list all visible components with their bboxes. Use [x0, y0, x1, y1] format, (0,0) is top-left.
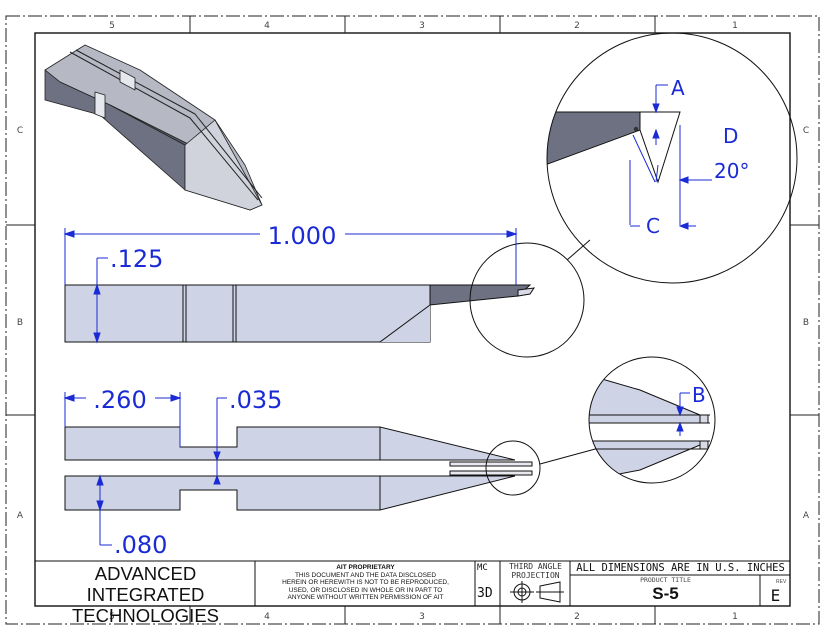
zone-row-a-right: A: [803, 511, 810, 521]
dim-notch-offset: [63, 392, 182, 447]
detail-b-label: B: [692, 383, 706, 407]
zone-col-2-top: 2: [574, 21, 580, 31]
zone-col-2-bottom: 2: [574, 612, 580, 622]
top-view-prong-1: [449, 461, 533, 467]
detail-bottom-circle: [588, 356, 716, 484]
dim-overall-length: [63, 228, 518, 285]
detail-c-label: C: [646, 214, 660, 238]
top-view-upper-half: [64, 426, 516, 461]
detail-top-circle: [546, 32, 798, 284]
dim-height-label: .125: [110, 245, 163, 273]
proprietary-line-3: USED, OR DISCLOSED IN WHOLE OR IN PART T…: [288, 586, 443, 594]
company-name: ADVANCED INTEGRATED TECHNOLOGIES: [36, 563, 255, 626]
zone-row-b-right: B: [803, 318, 809, 328]
company-name-line1: ADVANCED INTEGRATED: [86, 563, 205, 605]
side-view: [64, 284, 536, 343]
zone-col-1-top: 1: [732, 21, 738, 31]
zone-row-a-left: A: [17, 511, 24, 521]
title-block-lines: [34, 560, 791, 607]
detail-top-dark: [547, 111, 641, 166]
rev-value: E: [770, 586, 781, 605]
zone-col-1-bottom: 1: [732, 612, 738, 622]
dim-height: [93, 257, 108, 344]
projection-label: THIRD ANGLE PROJECTION: [501, 562, 570, 580]
product-title: S-5: [652, 584, 679, 603]
detail-bottom-slot: [589, 423, 710, 441]
zone-labels: 5 4 3 2 1 5 4 3 2 1 C B A C B A: [17, 21, 810, 622]
rev-label: REV: [776, 579, 787, 585]
side-view-chip: [517, 287, 536, 297]
zone-col-3-top: 3: [419, 21, 425, 31]
proprietary-line-2: HEREIN OR HEREWITH IS NOT TO BE REPRODUC…: [282, 579, 449, 587]
detail-d-label: D: [723, 124, 738, 148]
side-view-body: [64, 284, 431, 343]
dim-lower-height-label: .080: [114, 531, 167, 559]
dim-gap: [213, 397, 227, 485]
zone-col-4-bottom: 4: [264, 612, 270, 622]
units-note: ALL DIMENSIONS ARE IN U.S. INCHES: [576, 562, 785, 574]
zone-ticks: [6, 16, 819, 624]
detail-view-bottom: [589, 374, 710, 481]
outer-border: [5, 15, 820, 625]
product-title-label: PRODUCT TITLE: [640, 576, 691, 584]
side-detail-leader: [566, 239, 591, 261]
proprietary-title: AIT PROPRIETARY: [336, 564, 395, 571]
iso-slot-line-2: [75, 49, 263, 199]
dim-lower-height: [96, 474, 112, 546]
isometric-view: [44, 44, 263, 211]
zone-col-5-bottom: 5: [109, 612, 115, 622]
angle-label: 20°: [714, 159, 749, 183]
detail-top-dims: [629, 84, 712, 230]
dim-gap-label: .035: [229, 386, 282, 414]
top-view-lower-half: [64, 475, 516, 511]
projection-line1: THIRD ANGLE: [509, 562, 562, 571]
proprietary-line-1: THIS DOCUMENT AND THE DATA DISCLOSED: [294, 571, 437, 579]
proprietary-notice: AIT PROPRIETARY THIS DOCUMENT AND THE DA…: [256, 564, 475, 602]
third-angle-projection-icon: [510, 581, 564, 603]
top-view-prong-2: [449, 470, 533, 476]
iso-tip-face: [184, 119, 263, 211]
top-view: [64, 426, 533, 511]
dim-notch-offset-label: .260: [93, 386, 146, 414]
mc-label: MC: [477, 563, 488, 573]
zone-row-c-left: C: [17, 126, 23, 136]
side-taper-line: [379, 304, 431, 343]
side-detail-circle: [469, 242, 585, 358]
zone-col-5-top: 5: [109, 21, 115, 31]
detail-top-tip: [639, 111, 681, 184]
zone-col-3-bottom: 3: [419, 612, 425, 622]
iso-notch-2: [119, 69, 136, 91]
side-view-tip: [429, 284, 532, 306]
zone-row-b-left: B: [17, 318, 23, 328]
proprietary-line-4: ANYONE WITHOUT WRITTEN PERMISSION OF AIT: [287, 594, 444, 602]
iso-slot-line: [69, 51, 259, 201]
detail-view-top: [547, 111, 681, 184]
detail-bottom-dims: [676, 392, 690, 436]
zone-col-4-top: 4: [264, 21, 270, 31]
zone-row-c-right: C: [803, 126, 809, 136]
dim-overall-length-label: 1.000: [268, 222, 337, 250]
iso-notch: [94, 91, 106, 119]
company-name-line2: TECHNOLOGIES: [72, 605, 219, 626]
mc-value: 3D: [477, 586, 493, 601]
detail-a-label: A: [671, 76, 685, 100]
projection-line2: PROJECTION: [511, 571, 560, 580]
top-detail-circle: [485, 440, 541, 496]
